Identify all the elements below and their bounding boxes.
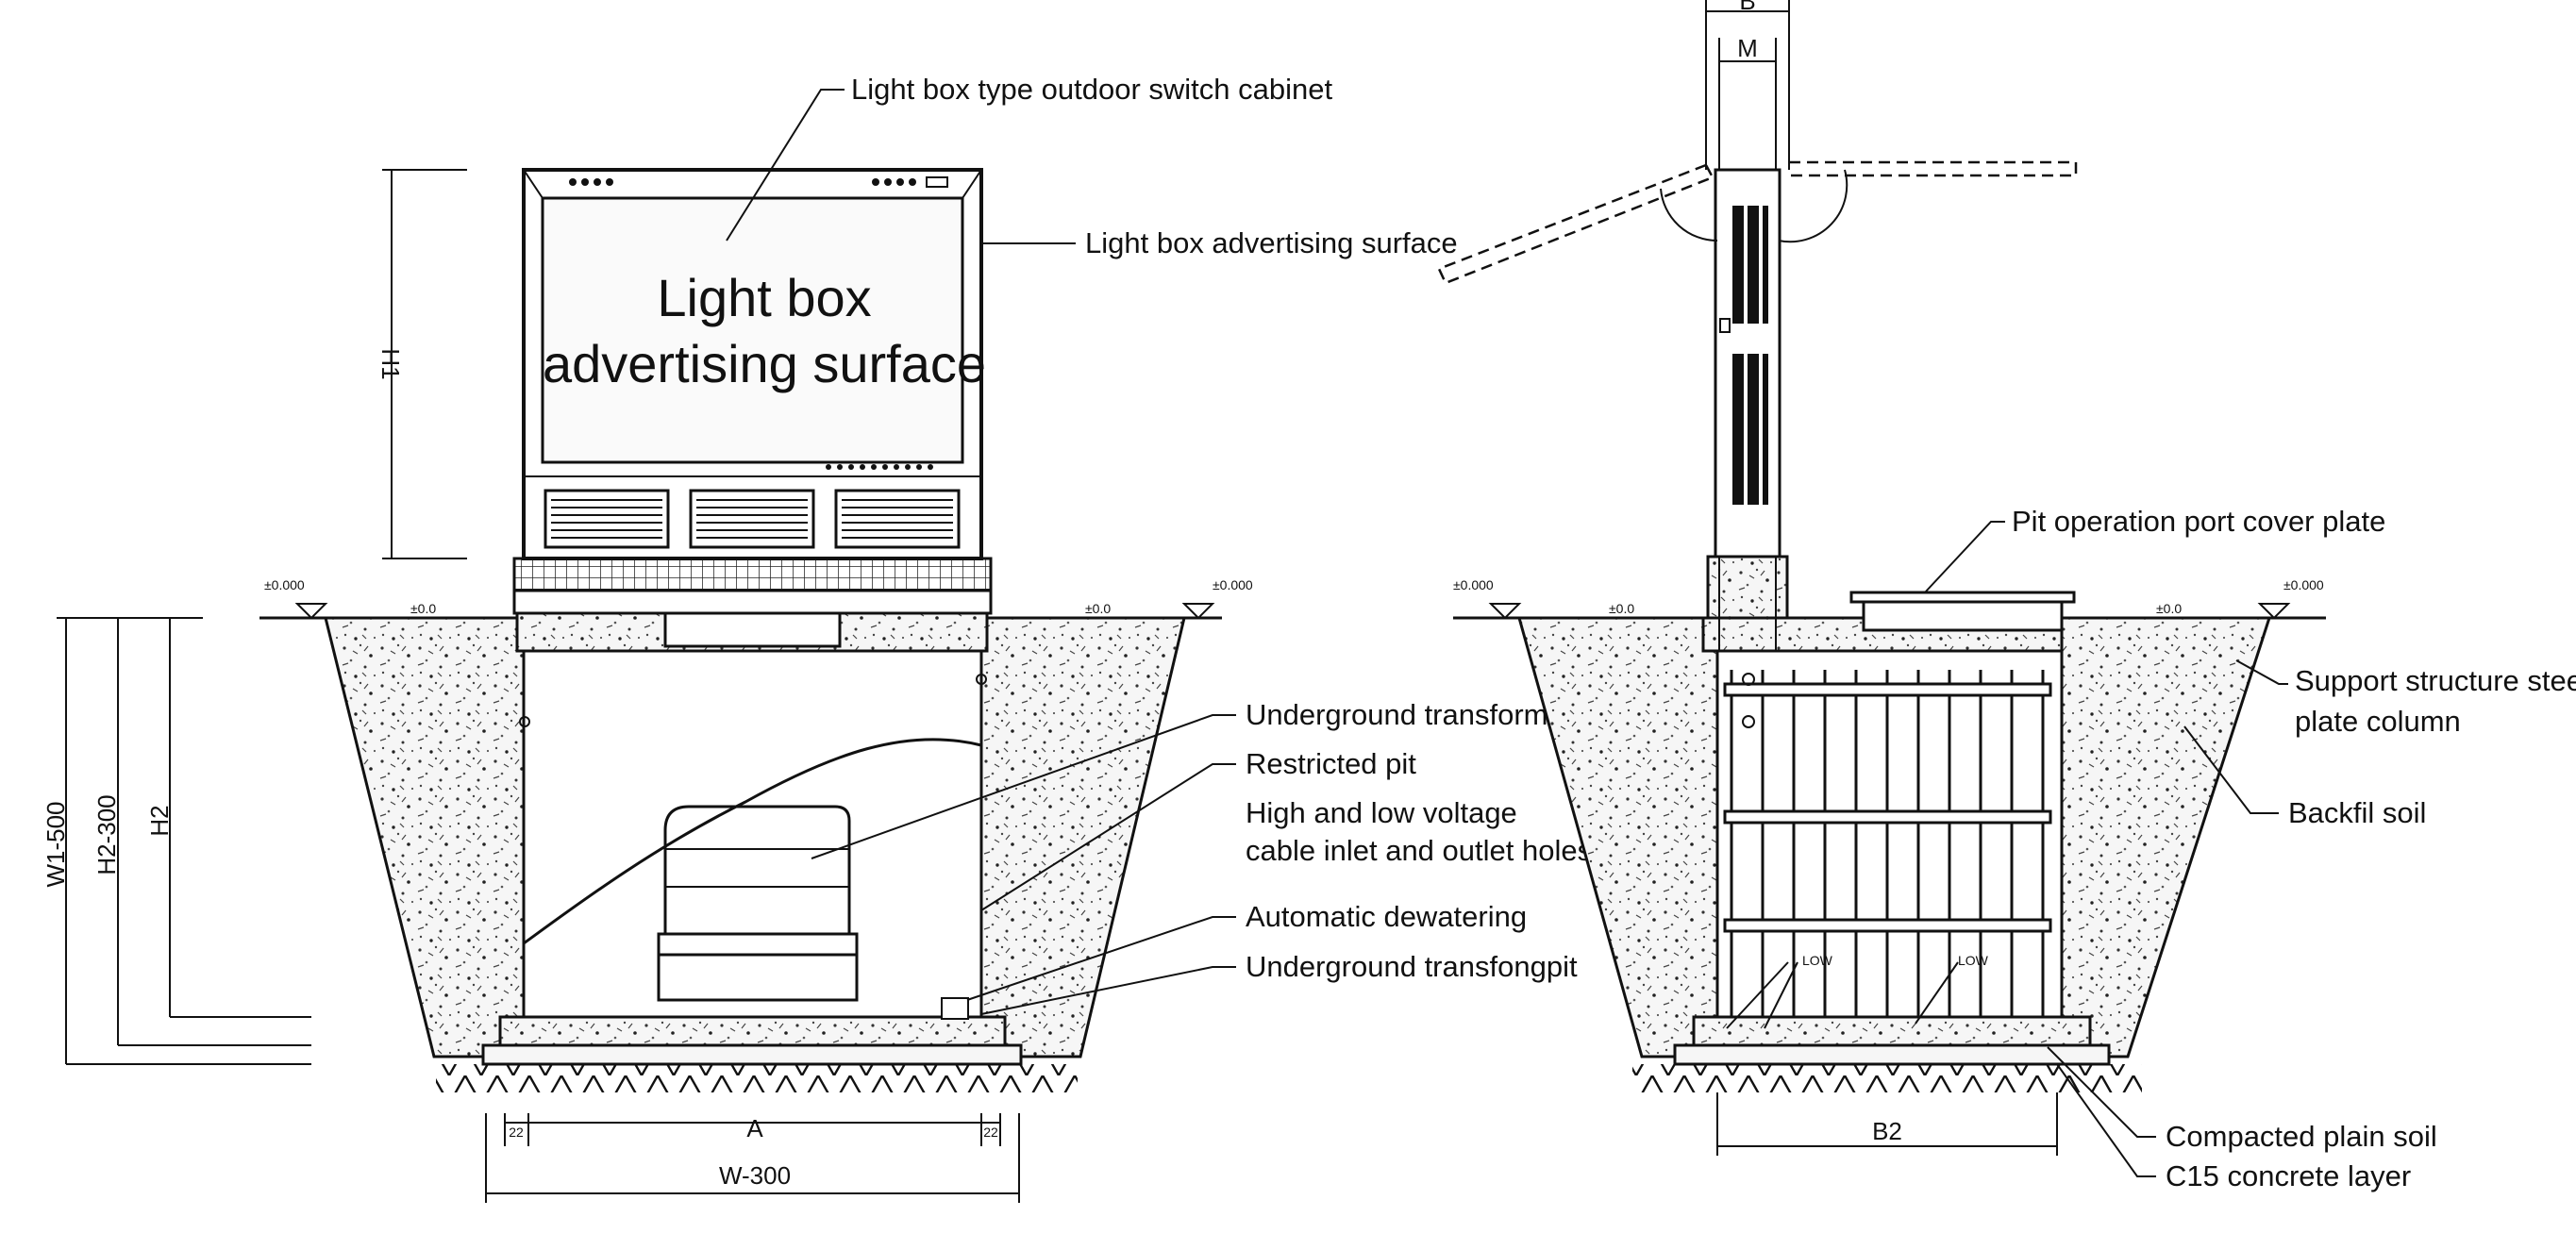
concrete-layer-right: [1673, 1043, 2111, 1066]
dimension-h1: H1: [376, 169, 467, 559]
svg-text:LOW: LOW: [1802, 953, 1833, 968]
label-compacted-soil: Compacted plain soil: [2166, 1120, 2437, 1153]
label-cabinet-title: Light box type outdoor switch cabinet: [851, 73, 1332, 106]
concrete-layer-left: [481, 1043, 1023, 1066]
svg-text:±0.000: ±0.000: [2283, 577, 2324, 592]
dimension-column-top: B M: [1706, 0, 1789, 62]
pit-hook-left: [519, 716, 530, 727]
label-transformer-pit: Underground transfongpit: [1246, 950, 1578, 983]
svg-text:22: 22: [509, 1125, 524, 1140]
svg-text:±0.000: ±0.000: [264, 577, 305, 592]
hatch-ground-right: [1632, 1064, 2142, 1092]
base-slab-left: [498, 1015, 1007, 1047]
left-elevation-view: Light box advertising surface Light box …: [42, 73, 1592, 1203]
ground-level-marker-right-icon: [1488, 603, 2291, 620]
label-steel-column-2: plate column: [2295, 705, 2461, 738]
dewatering-pump: [941, 997, 969, 1020]
label-restricted-pit: Restricted pit: [1246, 747, 1416, 780]
label-auto-dewatering: Automatic dewatering: [1246, 900, 1527, 933]
svg-text:±0.0: ±0.0: [2156, 601, 2182, 616]
label-backfill: Backfil soil: [2288, 796, 2426, 829]
base-slab-right: [1692, 1015, 2092, 1047]
panel-text-line1: Light box: [657, 268, 871, 327]
svg-text:±0.000: ±0.000: [1213, 577, 1253, 592]
pit-hook-right: [976, 674, 987, 685]
label-cable-holes-2: cable inlet and outlet holes: [1246, 834, 1592, 867]
svg-text:W-300: W-300: [719, 1161, 791, 1190]
hatch-ground-icon: [436, 1064, 1078, 1092]
rebar-cage: LOW LOW: [1723, 670, 2052, 1017]
plinth: [512, 589, 993, 615]
svg-text:H2: H2: [145, 805, 174, 836]
dimension-depths: W1-500 H2-300 H2: [42, 617, 311, 1065]
label-adv-surface: Light box advertising surface: [1085, 226, 1458, 259]
svg-text:H2-300: H2-300: [92, 794, 121, 875]
pit-cavity-right: [1715, 649, 2064, 1030]
svg-text:M: M: [1737, 34, 1758, 62]
label-steel-column-1: Support structure steel: [2295, 664, 2576, 697]
cable-curve: [523, 738, 982, 945]
svg-text:±0.000: ±0.000: [1453, 577, 1494, 592]
right-section-view: B M LOW LOW: [1437, 0, 2576, 1192]
svg-text:H1: H1: [376, 348, 405, 379]
panel-text-line2: advertising surface: [543, 334, 986, 393]
svg-text:22: 22: [983, 1125, 998, 1140]
svg-text:LOW: LOW: [1958, 953, 1989, 968]
svg-text:A: A: [746, 1114, 763, 1142]
leader-lines-left: [726, 89, 1236, 1015]
indicator-lights-bottom: [826, 464, 933, 470]
label-cable-holes-1: High and low voltage: [1246, 796, 1517, 829]
label-pit-cover: Pit operation port cover plate: [2012, 505, 2385, 538]
label-c15-layer: C15 concrete layer: [2166, 1159, 2411, 1192]
underground-transformer: [657, 805, 859, 1002]
advertising-panel: [541, 196, 964, 464]
svg-text:±0.0: ±0.0: [1085, 601, 1111, 616]
leader-lines-right: [1726, 521, 2288, 1177]
svg-text:B2: B2: [1872, 1117, 1902, 1145]
svg-text:W1-500: W1-500: [42, 801, 70, 887]
ground-level-marker-icon: [294, 603, 1215, 620]
grid-base: [512, 557, 993, 592]
label-underground-transformer: Underground transformer: [1246, 698, 1574, 731]
steel-column: [1705, 0, 1790, 651]
dimension-widths: A 22 22 W-300: [485, 1113, 1020, 1203]
svg-text:B: B: [1739, 0, 1755, 15]
door-swing: [1437, 160, 2078, 285]
dimension-b2: B2: [1716, 1092, 2058, 1156]
svg-text:±0.0: ±0.0: [1609, 601, 1634, 616]
ventilation-louvers: [544, 489, 961, 549]
indicator-lights-top: [569, 176, 948, 188]
svg-text:±0.0: ±0.0: [410, 601, 436, 616]
